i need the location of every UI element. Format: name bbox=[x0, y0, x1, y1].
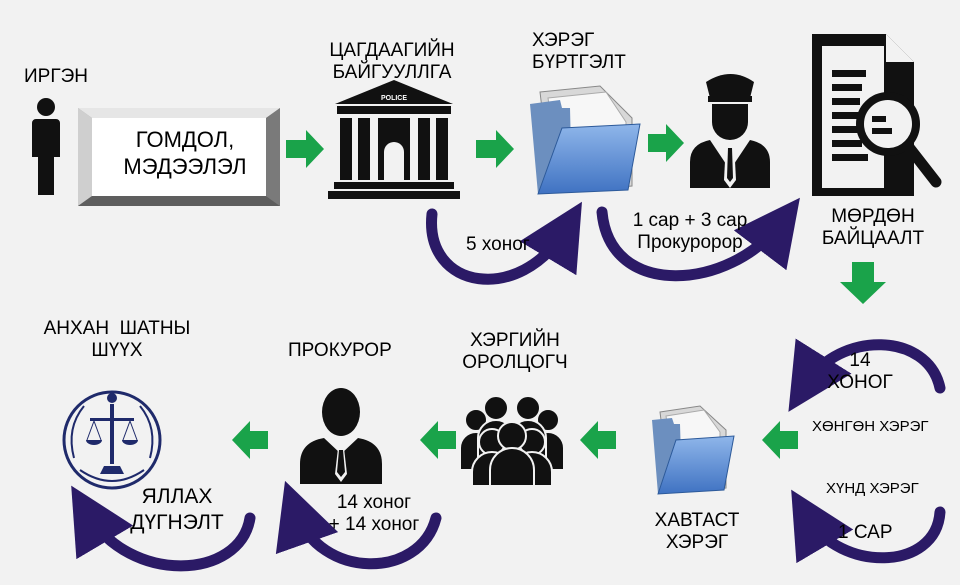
court-emblem-icon bbox=[62, 390, 162, 490]
curve-registration-investigation bbox=[596, 197, 800, 282]
police-label: ЦАГДААГИЙН БАЙГУУЛЛГА bbox=[320, 40, 464, 84]
case-file-label: ХАВТАСТ ХЭРЭГ bbox=[638, 510, 756, 554]
folder-icon-registration bbox=[530, 85, 641, 195]
light-case-label: ХӨНГӨН ХЭРЭГ bbox=[812, 418, 929, 435]
arrow-police-registration bbox=[476, 130, 514, 168]
duration-prosecutor-line1: 14 хоног bbox=[336, 492, 412, 513]
folder-icon-case-file bbox=[652, 405, 735, 495]
investigation-label: МӨРДӨН БАЙЦААЛТ bbox=[803, 206, 943, 250]
trial-label-line1: ЯЛЛАХ bbox=[141, 485, 213, 508]
complaint-line1: ГОМДОЛ, bbox=[135, 127, 235, 152]
curve-trial bbox=[71, 485, 256, 572]
arrow-participant-prosecutor bbox=[420, 421, 456, 459]
duration-prosecutor: 14 хоног + 14 хоног bbox=[312, 492, 436, 536]
duration-5-days: 5 хоног bbox=[466, 234, 530, 255]
person-icon bbox=[32, 98, 60, 195]
arrow-prosecutor-court bbox=[232, 421, 268, 459]
arrow-casefile-participant bbox=[580, 421, 616, 459]
duration-light-case: 14 ХОНОГ bbox=[818, 350, 902, 394]
police-label-line1: ЦАГДААГИЙН bbox=[329, 40, 455, 61]
case-file-label-line2: ХЭРЭГ bbox=[665, 532, 729, 553]
registration-label: ХЭРЭГ БҮРТГЭЛТ bbox=[532, 30, 626, 74]
complaint-text: ГОМДОЛ, МЭДЭЭЛЭЛ bbox=[100, 126, 270, 180]
police-officer-icon bbox=[690, 74, 770, 188]
arrow-lightcase-casefile bbox=[762, 421, 798, 459]
duration-registration: 1 сар + 3 сар Прокуророр bbox=[622, 210, 758, 254]
duration-light-unit: ХОНОГ bbox=[827, 372, 893, 393]
arrow-registration-officer bbox=[648, 124, 684, 162]
duration-light-days: 14 bbox=[849, 350, 871, 371]
trial-label-line2: ДҮГНЭЛТ bbox=[130, 511, 224, 534]
court-label-line1: АНХАН ШАТНЫ bbox=[43, 318, 191, 339]
curve-prosecutor bbox=[275, 480, 442, 570]
arrow-complaint-police bbox=[286, 130, 324, 168]
duration-serious-case: 1 САР bbox=[838, 522, 893, 543]
citizen-label: ИРГЭН bbox=[24, 66, 88, 87]
investigation-label-line2: БАЙЦААЛТ bbox=[821, 228, 925, 249]
serious-case-label: ХҮНД ХЭРЭГ bbox=[826, 480, 919, 497]
court-label: АНХАН ШАТНЫ ШҮҮХ bbox=[28, 318, 206, 362]
curve-light-case bbox=[788, 338, 946, 412]
participant-label: ХЭРГИЙН ОРОЛЦОГЧ bbox=[450, 330, 580, 374]
court-label-line2: ШҮҮХ bbox=[91, 340, 143, 361]
arrow-down-investigation bbox=[840, 262, 886, 304]
green-arrows bbox=[232, 124, 886, 459]
curve-police-registration bbox=[426, 201, 583, 285]
duration-registration-line2: Прокуророр bbox=[637, 232, 743, 253]
registration-label-line2: БҮРТГЭЛТ bbox=[532, 52, 626, 73]
participant-label-line2: ОРОЛЦОГЧ bbox=[462, 352, 568, 373]
prosecutor-icon bbox=[300, 388, 382, 484]
document-search-icon bbox=[812, 34, 942, 196]
participant-label-line1: ХЭРГИЙН bbox=[470, 330, 560, 351]
people-group-icon bbox=[459, 395, 565, 487]
case-file-label-line1: ХАВТАСТ bbox=[654, 510, 740, 531]
investigation-label-line1: МӨРДӨН bbox=[831, 206, 915, 227]
registration-label-line1: ХЭРЭГ bbox=[532, 30, 595, 51]
complaint-box bbox=[78, 108, 280, 206]
duration-registration-line1: 1 сар + 3 сар bbox=[632, 210, 748, 231]
trial-label: ЯЛЛАХ ДҮГНЭЛТ bbox=[112, 484, 242, 536]
police-sign: POLICE bbox=[381, 95, 407, 102]
police-label-line2: БАЙГУУЛЛГА bbox=[332, 62, 452, 83]
prosecutor-label: ПРОКУРОР bbox=[288, 340, 392, 361]
police-building-icon bbox=[328, 80, 460, 199]
complaint-line2: МЭДЭЭЛЭЛ bbox=[123, 154, 247, 179]
curve-serious-case bbox=[791, 489, 946, 564]
duration-prosecutor-line2: + 14 хоног bbox=[328, 514, 420, 535]
curved-arrows bbox=[71, 197, 946, 572]
